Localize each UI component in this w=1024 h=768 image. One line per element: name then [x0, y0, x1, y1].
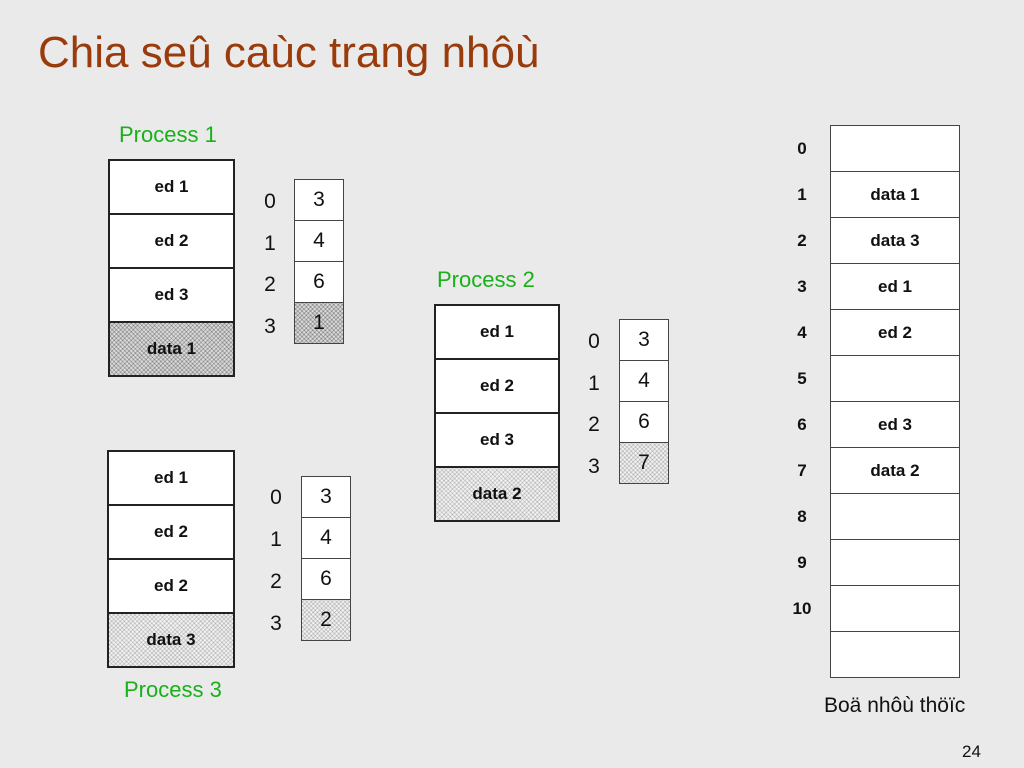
page-table-index: 0	[588, 330, 600, 353]
physical-frame: ed 1	[831, 264, 959, 310]
process-2-label: Process 2	[437, 267, 535, 292]
process-1-label: Process 1	[119, 122, 217, 147]
slide-page-number: 24	[962, 742, 981, 761]
process-2-segment: ed 3	[436, 414, 558, 468]
page-table-index: 0	[270, 486, 282, 509]
physical-frame-index: 2	[797, 231, 807, 250]
page-table-index: 2	[264, 273, 276, 296]
page-table-entry: 3	[302, 477, 350, 518]
physical-frame-index: 4	[797, 323, 807, 342]
physical-frame-index: 3	[797, 277, 807, 296]
physical-frame: ed 2	[831, 310, 959, 356]
page-table-entry: 2	[302, 600, 350, 641]
page-table-index: 3	[264, 314, 276, 338]
physical-frame-index: 0	[797, 139, 807, 158]
page-table-index: 2	[270, 570, 282, 593]
process-2-segment: data 2	[436, 468, 558, 522]
process-3-segment: ed 2	[109, 560, 233, 614]
process-3-segment: data 3	[109, 614, 233, 668]
physical-frame-index: 5	[797, 369, 807, 388]
physical-frame	[831, 126, 959, 172]
physical-frame-index: 6	[797, 415, 807, 434]
physical-frame	[831, 540, 959, 586]
page-table-index: 2	[588, 413, 600, 436]
physical-frame-index: 7	[797, 461, 807, 480]
page-table-index: 0	[264, 190, 276, 213]
page-table-index: 1	[588, 371, 600, 395]
page-table-index: 1	[264, 231, 276, 255]
process-3-segment: ed 1	[109, 452, 233, 506]
page-table-index: 3	[588, 454, 600, 478]
page-table-index: 3	[270, 612, 282, 635]
process-2-segment: ed 2	[436, 360, 558, 414]
slide-title: Chia seû caùc trang nhôù	[38, 28, 540, 77]
physical-frame: data 1	[831, 172, 959, 218]
physical-frame	[831, 494, 959, 540]
physical-frame-index: 10	[792, 599, 812, 618]
page-table-index: 1	[270, 528, 282, 551]
page-table-entry: 1	[295, 303, 343, 344]
physical-frame-index: 1	[797, 185, 807, 204]
process-3-segment: ed 2	[109, 506, 233, 560]
process-1-segment: ed 1	[110, 161, 233, 215]
page-table-entry: 6	[302, 559, 350, 600]
process-1-segment: data 1	[110, 323, 233, 377]
page-table-entry: 3	[295, 180, 343, 221]
process-1-segment: ed 2	[110, 215, 233, 269]
physical-frame-index: 9	[797, 553, 807, 572]
page-table-entry: 4	[620, 361, 668, 402]
physical-frame: ed 3	[831, 402, 959, 448]
page-table-entry: 7	[620, 443, 668, 484]
process-2-segment: ed 1	[436, 306, 558, 360]
page-table-entry: 6	[295, 262, 343, 303]
page-table-entry: 3	[620, 320, 668, 361]
physical-frame: data 2	[831, 448, 959, 494]
physical-frame	[831, 356, 959, 402]
page-table-entry: 4	[302, 518, 350, 559]
physical-frame	[831, 632, 959, 678]
page-table-entry: 4	[295, 221, 343, 262]
physical-memory-caption: Boä nhôù thöïc	[824, 694, 966, 717]
physical-frame	[831, 586, 959, 632]
process-3-label: Process 3	[124, 677, 222, 702]
process-1-segment: ed 3	[110, 269, 233, 323]
page-table-entry: 6	[620, 402, 668, 443]
physical-frame-index: 8	[797, 507, 807, 526]
physical-frame: data 3	[831, 218, 959, 264]
